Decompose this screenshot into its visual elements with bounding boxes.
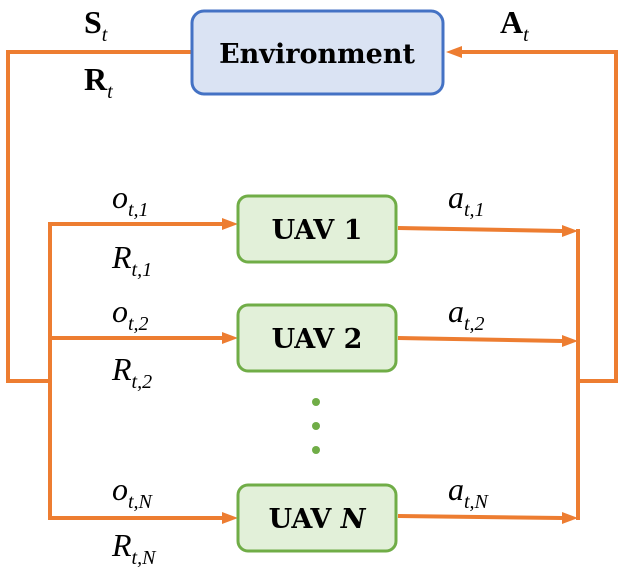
- action-arrowhead-n: [562, 512, 578, 524]
- uav-node-n: UAV N: [236, 483, 398, 553]
- environment-label: Environment: [219, 39, 415, 70]
- action-symbol: At: [500, 4, 529, 46]
- reward-symbol: Rt: [84, 61, 113, 103]
- state-reward-wire: [6, 50, 192, 383]
- state-symbol: St: [84, 4, 108, 46]
- obs-label-1: ot,1: [112, 179, 149, 221]
- action-arrowhead-2: [562, 335, 578, 347]
- action-label-1: at,1: [448, 179, 485, 221]
- obs-arrowhead-n: [222, 512, 238, 524]
- action-wire-1: [397, 226, 563, 233]
- joint-action-arrowhead: [446, 46, 462, 58]
- uav-node-1: UAV 1: [236, 194, 398, 264]
- reward-label-n: Rt,N: [111, 527, 157, 569]
- uav-box-2: [236, 303, 398, 373]
- ellipsis-dot: [312, 446, 320, 454]
- action-wire-2: [397, 336, 563, 343]
- reward-label-1: Rt,1: [111, 239, 152, 281]
- joint-action-wire: [462, 50, 618, 383]
- obs-arrowhead-1: [222, 218, 238, 230]
- uav-label-1: UAV 1: [272, 215, 363, 246]
- action-label-n: at,N: [448, 471, 490, 513]
- uav-node-2: UAV 2: [236, 303, 398, 373]
- ellipsis-dot: [312, 398, 320, 406]
- reward-label-2: Rt,2: [111, 351, 152, 393]
- ellipsis-dot: [312, 422, 320, 430]
- uav-box-1: [236, 194, 398, 264]
- obs-label-2: ot,2: [112, 293, 149, 335]
- uav-label-2: UAV 2: [272, 324, 363, 355]
- uav-box-n: [236, 483, 398, 553]
- action-arrowhead-1: [562, 225, 578, 237]
- environment-node: Environment: [190, 9, 445, 96]
- obs-label-n: ot,N: [112, 471, 154, 513]
- environment-box: [190, 9, 445, 96]
- uav-label-n: UAV N: [269, 504, 367, 535]
- action-label-2: at,2: [448, 293, 485, 335]
- action-wire-n: [397, 514, 563, 520]
- obs-arrowhead-2: [222, 332, 238, 344]
- vertical-ellipsis-icon: [312, 398, 320, 454]
